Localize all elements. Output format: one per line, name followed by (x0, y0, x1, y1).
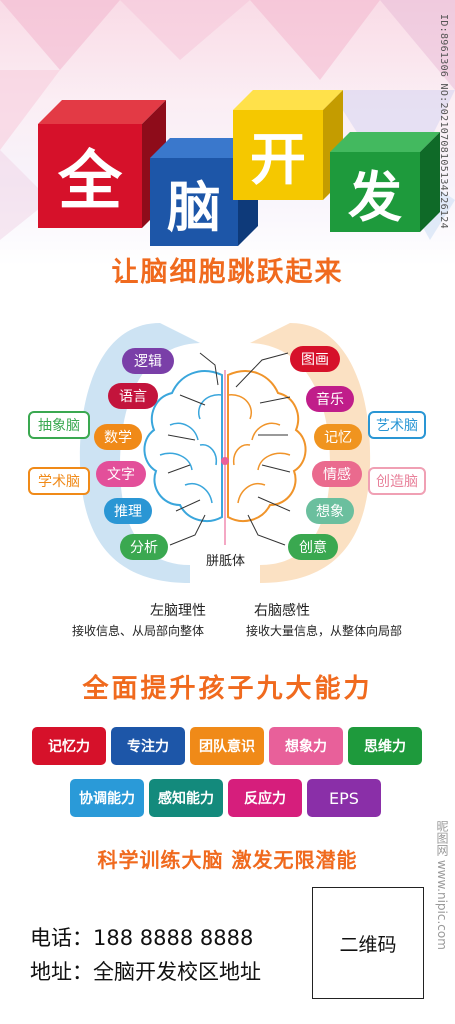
address-value: 全脑开发校区地址 (93, 960, 261, 984)
ability-reaction: 反应力 (228, 779, 302, 817)
brain-pill-emotion: 情感 (312, 461, 362, 487)
brain-pill-reasoning: 推理 (104, 498, 152, 524)
label-abstract-brain: 抽象脑 (28, 411, 90, 439)
phone-label: 电话： (30, 926, 93, 950)
brain-pill-logic: 逻辑 (122, 348, 174, 374)
phone-value: 188 8888 8888 (93, 926, 254, 950)
qr-code-label: 二维码 (339, 933, 397, 956)
title-char-2: 脑 (150, 158, 238, 246)
brain-pill-drawing: 图画 (290, 346, 340, 372)
phone-line: 电话：188 8888 8888 (30, 922, 253, 952)
ability-focus: 专注力 (111, 727, 185, 765)
label-creative-brain: 创造脑 (368, 467, 426, 495)
brain-pill-music: 音乐 (306, 386, 354, 412)
title-cube-3: 开 (233, 90, 343, 200)
right-brain-title: 右脑感性 (254, 603, 310, 619)
ability-coordination: 协调能力 (70, 779, 144, 817)
brain-pill-creativity: 创意 (288, 534, 338, 560)
title-char-3: 开 (233, 110, 323, 200)
ability-imagination: 想象力 (269, 727, 343, 765)
address-label: 地址： (30, 960, 93, 984)
brain-pill-text: 文字 (96, 461, 146, 487)
title-cube-4: 发 (330, 132, 440, 232)
brain-pill-math: 数学 (94, 424, 142, 450)
address-line: 地址：全脑开发校区地址 (30, 956, 261, 986)
brain-pill-analysis: 分析 (120, 534, 168, 560)
label-art-brain: 艺术脑 (368, 411, 426, 439)
brain-diagram (79, 323, 371, 583)
abilities-title: 全面提升孩子九大能力 (82, 674, 373, 704)
label-academic-brain: 学术脑 (28, 467, 90, 495)
title-char-1: 全 (38, 124, 142, 228)
corpus-callosum-label: 胼胝体 (206, 554, 246, 569)
ability-teamwork: 团队意识 (190, 727, 264, 765)
left-brain-title: 左脑理性 (150, 603, 206, 619)
header-background-pattern (0, 0, 455, 240)
left-brain-desc: 接收信息、从局部向整体 (72, 624, 205, 638)
ability-perception: 感知能力 (149, 779, 223, 817)
ability-thinking: 思维力 (348, 727, 422, 765)
ability-eps: EPS (307, 779, 381, 817)
right-brain-desc: 接收大量信息，从整体向局部 (246, 624, 403, 638)
slogan: 科学训练大脑 激发无限潜能 (97, 848, 358, 872)
title-char-4: 发 (330, 152, 420, 232)
subtitle: 让脑细胞跳跃起来 (111, 257, 344, 288)
watermark: 昵图网 www.nipic.com (435, 820, 449, 950)
ability-memory: 记忆力 (32, 727, 106, 765)
brain-pill-imagination: 想象 (306, 498, 354, 524)
brain-pill-language: 语言 (108, 383, 158, 409)
qr-code-placeholder: 二维码 (312, 887, 424, 999)
brain-pill-memory: 记忆 (314, 424, 362, 450)
title-cube-1: 全 (38, 100, 166, 228)
image-id-text: ID:8961306 NO:20210708105134226124 (438, 14, 449, 229)
